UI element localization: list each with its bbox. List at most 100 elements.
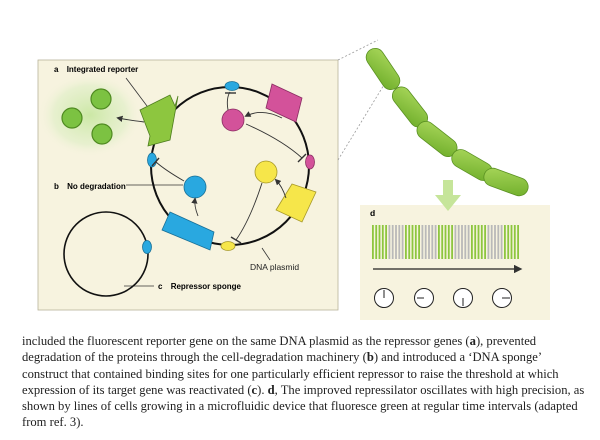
promoter-node-pink	[305, 154, 315, 170]
dark-stripe	[494, 225, 496, 259]
panel-a-leader	[125, 77, 151, 111]
gene-arrow-green	[139, 94, 179, 147]
fluorescent-stripe	[408, 225, 411, 259]
fluorescent-stripe	[411, 225, 414, 259]
dark-stripe	[421, 225, 424, 259]
fluorescent-stripe	[510, 225, 513, 259]
panel-c-letter: c	[158, 282, 163, 291]
fluorescence-stripes	[372, 225, 519, 259]
caption-text: ).	[257, 382, 268, 397]
fluorescent-stripe	[480, 225, 483, 259]
inhibit-bar	[151, 157, 160, 167]
dark-stripe	[467, 225, 470, 259]
panel-b-label: No degradation	[67, 182, 126, 191]
dark-stripe	[457, 225, 460, 259]
promoter-node-yellow	[220, 241, 236, 251]
gene-arrow-blue	[161, 211, 215, 251]
panel-a-label: Integrated reporter	[67, 65, 139, 74]
fluorescent-stripe	[507, 225, 510, 259]
reporter-cell-icon	[61, 107, 83, 129]
inhibit-bar	[230, 236, 242, 244]
dark-stripe	[461, 225, 463, 259]
svg-text:b No degradation: b No degradation	[54, 182, 126, 191]
fluorescent-stripe	[381, 225, 384, 259]
dark-stripe	[487, 225, 490, 259]
figure-caption: included the fluorescent reporter gene o…	[22, 333, 587, 431]
dark-stripe	[428, 225, 430, 259]
fluorescent-glow	[38, 73, 142, 157]
dark-stripe	[395, 225, 397, 259]
dark-stripe	[401, 225, 404, 259]
panel-c-label: Repressor sponge	[171, 282, 242, 291]
sponge-plasmid-icon	[63, 211, 149, 297]
inhibit-bar	[297, 153, 307, 163]
fluorescent-stripe	[444, 225, 447, 259]
plasmid-leader	[261, 247, 271, 261]
promoter-node-blue	[224, 81, 240, 91]
caption-text: ), prevented degradation of the proteins…	[22, 334, 537, 365]
dark-stripe	[391, 225, 394, 259]
promoter-node-blue	[147, 152, 157, 168]
fluorescent-stripe	[414, 225, 417, 259]
figure-illustration: a Integrated reporter b No degradation c…	[37, 39, 550, 320]
fluorescent-stripe	[378, 225, 381, 259]
gene-arrow-yellow	[275, 183, 317, 223]
svg-text:c Repressor sponge: c Repressor sponge	[158, 282, 241, 291]
dark-stripe	[424, 225, 427, 259]
arrow-to-blue-protein	[191, 197, 199, 217]
fluorescent-stripe	[513, 225, 516, 259]
reporter-output-arrow	[116, 115, 145, 123]
panel-b-letter: b	[54, 182, 59, 191]
clock-icon	[374, 288, 394, 308]
dark-stripe	[434, 225, 437, 259]
caption-text: included the fluorescent reporter gene o…	[22, 334, 470, 348]
caption-ref-a: a	[469, 334, 476, 348]
fluorescent-stripe	[372, 225, 374, 259]
fluorescent-stripe	[477, 225, 480, 259]
clock-icon	[492, 288, 512, 308]
caption-ref-d: d	[267, 382, 275, 397]
repressor-protein-blue	[183, 175, 207, 199]
panel-a-letter: a	[54, 65, 59, 74]
dark-stripe	[500, 225, 503, 259]
fluorescent-stripe	[385, 225, 387, 259]
gene-arrow-pink	[265, 83, 303, 123]
dark-stripe	[497, 225, 500, 259]
caption-text: , The improved repressilator oscillates …	[22, 382, 585, 430]
fluorescent-stripe	[484, 225, 486, 259]
down-arrow-icon	[435, 180, 461, 211]
arrow-to-pink-protein	[244, 111, 283, 119]
fluorescent-stripe	[504, 225, 506, 259]
fluorescent-stripe	[451, 225, 453, 259]
svg-text:a Integrated reporter: a Integrated reporter	[54, 65, 138, 74]
arrow-to-yellow-protein	[274, 178, 287, 199]
sponge-binding-site	[142, 240, 152, 254]
plasmid-label: DNA plasmid	[250, 262, 299, 272]
fluorescent-stripe	[447, 225, 450, 259]
cell-chain-icon	[365, 47, 529, 197]
inhibit-from-yellow	[235, 182, 263, 241]
zoom-line-bottom	[337, 74, 391, 161]
dark-stripe	[388, 225, 391, 259]
fluorescent-stripe	[441, 225, 444, 259]
inhibit-from-blue	[155, 161, 185, 182]
repressor-protein-yellow	[254, 160, 278, 184]
fluorescent-stripe	[474, 225, 477, 259]
fluorescent-stripe	[418, 225, 420, 259]
repressor-protein-pink	[221, 108, 245, 132]
dark-stripe	[398, 225, 401, 259]
clock-icon	[453, 288, 473, 308]
dark-stripe	[431, 225, 434, 259]
fluorescent-stripe	[405, 225, 407, 259]
caption-ref-b: b	[366, 350, 374, 365]
panel-d-letter: d	[370, 208, 375, 218]
inhibit-from-pink	[245, 123, 303, 159]
dark-stripe	[464, 225, 467, 259]
caption-text: ) and introduced a ‘DNA sponge’ construc…	[22, 350, 559, 397]
reporter-cell-icon	[90, 88, 112, 110]
fluorescent-stripe	[375, 225, 378, 259]
fluorescent-stripe	[517, 225, 519, 259]
dark-stripe	[490, 225, 493, 259]
zoom-line-top	[337, 39, 379, 61]
fluorescent-stripe	[438, 225, 440, 259]
